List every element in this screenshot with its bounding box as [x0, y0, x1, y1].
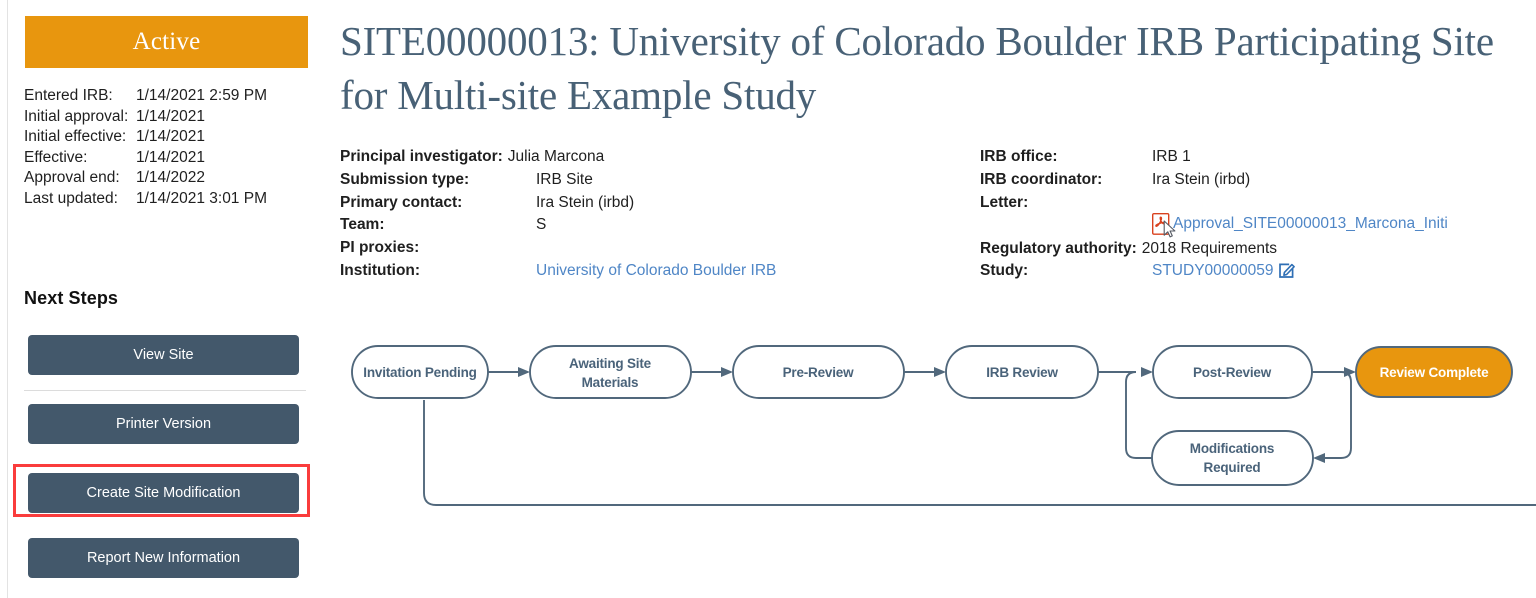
detail-label: Study: [980, 262, 1029, 280]
view-site-button[interactable]: View Site [28, 335, 299, 375]
detail-label: Letter: [980, 193, 1029, 211]
arrowhead-awaiting-to-prereview [721, 367, 733, 377]
submission-details-left: Principal investigator: Julia Marcona Su… [340, 146, 960, 283]
page-title: SITE00000013: University of Colorado Bou… [340, 18, 1494, 118]
detail-value-study: STUDY00000059 [1152, 260, 1536, 283]
detail-value [536, 237, 960, 260]
detail-row-submission-type: Submission type: IRB Site [340, 169, 960, 192]
detail-label: IRB coordinator: [980, 170, 1103, 188]
pdf-icon [1151, 212, 1176, 238]
detail-row-institution: Institution: University of Colorado Boul… [340, 260, 960, 283]
workflow-node-review-complete[interactable]: Review Complete [1355, 346, 1513, 398]
metadata-value: 1/14/2021 [136, 148, 205, 166]
report-new-information-button[interactable]: Report New Information [28, 538, 299, 578]
mouse-cursor-icon [1163, 220, 1178, 239]
workflow-node-label: Required [1204, 460, 1261, 475]
page-left-rule [7, 0, 8, 598]
letter-file-name[interactable]: Approval_SITE00000013_Marcona_Initi [1173, 214, 1448, 232]
metadata-row: Initial effective: 1/14/2021 [24, 127, 324, 148]
metadata-row: Last updated: 1/14/2021 3:01 PM [24, 189, 324, 210]
detail-row-irb-coordinator: IRB coordinator: Ira Stein (irbd) [980, 169, 1536, 192]
edit-icon[interactable] [1278, 261, 1296, 279]
workflow-node-pre-review[interactable]: Pre-Review [732, 345, 905, 399]
detail-row-study: Study: STUDY00000059 [980, 260, 1536, 283]
workflow-node-label: Pre-Review [783, 365, 854, 380]
next-steps-heading: Next Steps [24, 288, 119, 308]
status-badge: Active [25, 16, 308, 68]
metadata-row: Effective: 1/14/2021 [24, 148, 324, 169]
detail-value: IRB Site [536, 170, 593, 188]
workflow-diagram: Invitation Pending Awaiting Site Materia… [336, 330, 1536, 530]
detail-value: IRB 1 [1152, 148, 1191, 165]
detail-label: Institution: [340, 261, 421, 279]
detail-label: Principal investigator: [340, 148, 503, 165]
submission-metadata-list: Entered IRB: 1/14/2021 2:59 PM Initial a… [24, 86, 324, 210]
metadata-label: Approval end: [24, 169, 120, 187]
metadata-value: 1/14/2021 3:01 PM [136, 189, 267, 207]
detail-value: Ira Stein (irbd) [536, 193, 635, 211]
metadata-row: Initial approval: 1/14/2021 [24, 107, 324, 128]
detail-row-pi-proxies: PI proxies: [340, 237, 960, 260]
workflow-node-label: Invitation Pending [363, 365, 476, 380]
study-link[interactable]: STUDY00000059 [1152, 262, 1274, 280]
detail-row-letter: Letter: Approval_SITE00000013_Marcona_In… [980, 192, 1536, 238]
detail-value: S [536, 216, 547, 234]
workflow-node-label: IRB Review [986, 365, 1058, 380]
workflow-node-modifications-required[interactable]: Modifications Required [1151, 430, 1314, 486]
connector-postreview-to-modifications [1324, 371, 1352, 459]
detail-value: 2018 Requirements [1141, 239, 1278, 257]
letter-attachment[interactable]: Approval_SITE00000013_Marcona_Initi [1151, 212, 1448, 238]
detail-label: PI proxies: [340, 239, 420, 257]
institution-link[interactable]: University of Colorado Boulder IRB [536, 261, 777, 279]
detail-row-team: Team: S [340, 214, 960, 237]
workflow-node-irb-review[interactable]: IRB Review [945, 345, 1099, 399]
detail-value: Julia Marcona [507, 148, 605, 165]
connector-return-to-reviewcomplete [423, 400, 1536, 506]
arrowhead-prereview-to-irbreview [934, 367, 946, 377]
detail-label: Team: [340, 216, 385, 234]
metadata-label: Initial approval: [24, 107, 129, 125]
workflow-node-invitation-pending[interactable]: Invitation Pending [351, 345, 489, 399]
workflow-node-awaiting-site-materials[interactable]: Awaiting Site Materials [529, 345, 692, 399]
metadata-row: Entered IRB: 1/14/2021 2:59 PM [24, 86, 324, 107]
metadata-row: Approval end: 1/14/2022 [24, 168, 324, 189]
metadata-value: 1/14/2021 [136, 128, 205, 146]
arrowhead-irbreview-to-postreview [1141, 367, 1153, 377]
workflow-node-label: Modifications [1190, 441, 1274, 456]
metadata-value: 1/14/2021 [136, 107, 205, 125]
detail-row-regulatory-authority: Regulatory authority: 2018 Requirements [980, 238, 1536, 261]
metadata-label: Last updated: [24, 189, 118, 207]
next-steps-divider [24, 390, 306, 391]
metadata-label: Initial effective: [24, 128, 127, 146]
workflow-node-label: Review Complete [1380, 365, 1489, 380]
metadata-label: Effective: [24, 148, 88, 166]
detail-value: Ira Stein (irbd) [1152, 170, 1251, 188]
detail-label: Submission type: [340, 170, 470, 188]
detail-row-principal-investigator: Principal investigator: Julia Marcona [340, 146, 960, 169]
metadata-label: Entered IRB: [24, 87, 113, 104]
printer-version-button[interactable]: Printer Version [28, 404, 299, 444]
workflow-node-post-review[interactable]: Post-Review [1152, 345, 1313, 399]
workflow-node-label: Awaiting Site [569, 356, 652, 371]
create-site-modification-button[interactable]: Create Site Modification [28, 473, 299, 513]
connector-branch-to-modifications [1125, 371, 1152, 459]
sidebar: Active Entered IRB: 1/14/2021 2:59 PM In… [0, 0, 330, 598]
arrowhead-postreview-to-modifications [1313, 453, 1325, 463]
detail-label: Primary contact: [340, 193, 463, 211]
detail-row-irb-office: IRB office: IRB 1 [980, 146, 1536, 169]
arrowhead-invitation-to-awaiting [518, 367, 530, 377]
detail-row-primary-contact: Primary contact: Ira Stein (irbd) [340, 192, 960, 215]
detail-label: Regulatory authority: [980, 239, 1137, 257]
metadata-value: 1/14/2022 [136, 169, 205, 187]
main-content: SITE00000013: University of Colorado Bou… [336, 0, 1536, 598]
submission-details-right: IRB office: IRB 1 IRB coordinator: Ira S… [980, 146, 1536, 283]
detail-label: IRB office: [980, 148, 1058, 165]
metadata-value: 1/14/2021 2:59 PM [136, 87, 267, 104]
workflow-node-label: Post-Review [1193, 365, 1272, 380]
workflow-node-label: Materials [582, 375, 639, 390]
